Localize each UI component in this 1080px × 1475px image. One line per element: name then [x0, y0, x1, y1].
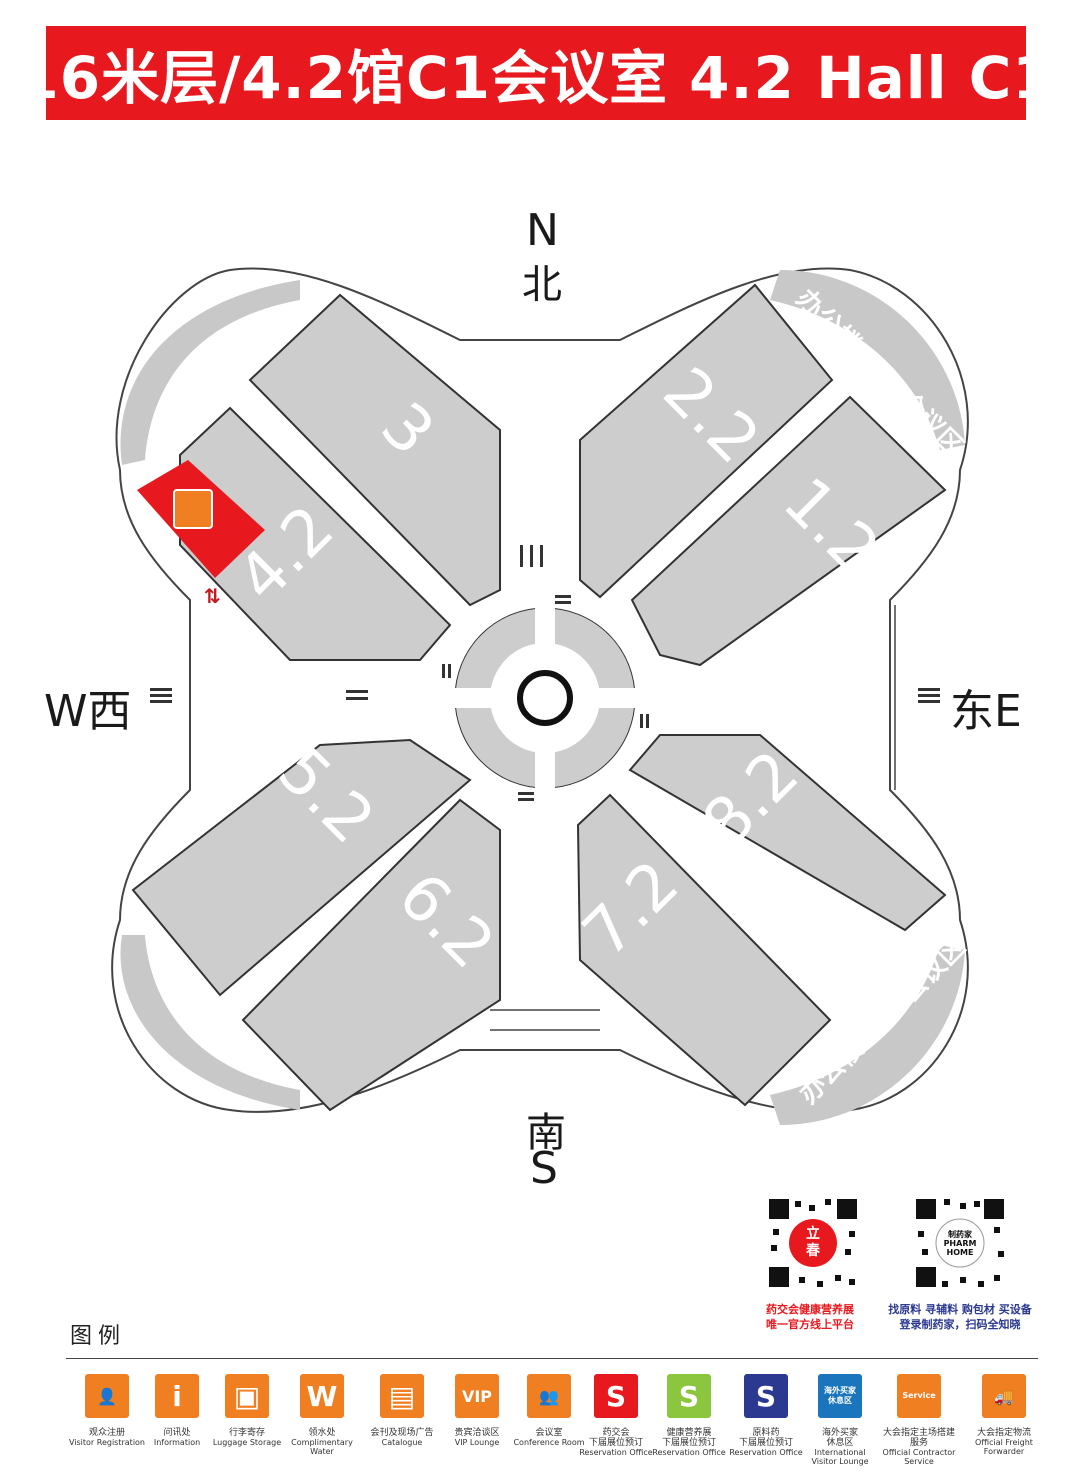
legend-label-en: Information	[153, 1438, 201, 1447]
compass-west: W西	[44, 686, 132, 737]
hall-8-2	[628, 734, 947, 932]
legend-label-en: Luggage Storage	[212, 1438, 282, 1447]
legend-label-cn: 问讯处	[163, 1428, 191, 1438]
compass-east: 东E	[950, 686, 1022, 737]
hall-4-2	[179, 406, 452, 661]
legend-label-cn: 海外买家 休息区	[821, 1428, 858, 1448]
legend-label-en: Catalogue	[381, 1438, 423, 1447]
reservation-s-blue-icon: S	[744, 1374, 788, 1418]
legend-label-cn: 领水处	[308, 1428, 336, 1438]
legend-label-cn: 原料药 下届展位预订	[738, 1428, 793, 1448]
legend-title: 图例	[70, 1324, 127, 1349]
legend-label-en: Reservation Office	[652, 1448, 726, 1457]
visitor-registration-icon: 👤	[85, 1374, 129, 1418]
west-walkway-north	[120, 280, 300, 465]
legend-label-en: Complimentary Water	[291, 1438, 353, 1456]
qr-code-pharm-home[interactable]	[912, 1195, 1008, 1291]
conference-room-icon	[173, 489, 213, 529]
compass-south-en: S	[530, 1143, 558, 1194]
qr-badge-lichun: 立春	[806, 1226, 820, 1259]
c1-arrow: ⇅	[204, 584, 221, 608]
information-icon: i	[155, 1374, 199, 1418]
conference-room-icon: 👥	[527, 1374, 571, 1418]
central-hub	[450, 605, 640, 795]
hall-2-2	[579, 283, 834, 599]
legend-label-en: Official Contractor Service	[882, 1448, 956, 1466]
legend-label-en: Visitor Registration	[68, 1438, 145, 1447]
catalogue-icon: ▤	[380, 1374, 424, 1418]
legend-label-cn: 观众注册	[88, 1428, 125, 1438]
contractor-icon: Service	[897, 1374, 941, 1418]
legend-label-cn: 会议室	[535, 1428, 563, 1438]
legend-label-en: Official Freight Forwarder	[975, 1438, 1033, 1456]
hall-3	[248, 293, 501, 607]
reservation-s-red-icon: S	[594, 1374, 638, 1418]
legend-label-en: VIP Lounge	[454, 1438, 500, 1447]
venue-outline	[111, 267, 969, 1113]
freight-icon: 🚚	[982, 1374, 1026, 1418]
luggage-icon: ▣	[225, 1374, 269, 1418]
legend-label-cn: 会刊及现场广告	[370, 1428, 434, 1438]
legend-label-cn: 行李寄存	[228, 1428, 265, 1438]
legend-label-en: Reservation Office	[729, 1448, 803, 1457]
water-icon: W	[300, 1374, 344, 1418]
legend-label-cn: 大会指定物流	[976, 1428, 1031, 1438]
hall-5-2	[131, 738, 472, 997]
legend-label-en: Conference Room	[513, 1438, 585, 1447]
page-title: 16米层/4.2馆C1会议室 4.2 Hall C1	[18, 44, 1054, 112]
vip-icon: VIP	[455, 1374, 499, 1418]
hall-7-2	[576, 793, 832, 1107]
qr-caption-pharm-home: 找原料 寻辅料 购包材 买设备登录制药家，扫码全知晓	[888, 1303, 1032, 1331]
legend-label-cn: 贵宾洽谈区	[454, 1428, 500, 1438]
legend-label-cn: 药交会 下届展位预订	[588, 1428, 643, 1448]
compass-south-cn: 南	[526, 1110, 566, 1156]
floor-map: ⇅ 3 4.2 2.2 1.2 5.2 6.2 7.2 8.2 办公楼B B0会…	[111, 267, 969, 1125]
west-walkway-south	[120, 935, 300, 1110]
compass-north-cn: 北	[522, 262, 562, 308]
title-banner: 16米层/4.2馆C1会议室 4.2 Hall C1	[18, 26, 1053, 120]
office-c-zone	[770, 945, 965, 1125]
compass-north-en: N	[526, 205, 559, 256]
legend-label-en: International Visitor Lounge	[811, 1448, 869, 1466]
legend-divider	[66, 1358, 1038, 1359]
qr-caption-lichun: 药交会健康营养展唯一官方线上平台	[766, 1303, 854, 1331]
legend-label-cn: 健康营养展 下届展位预订	[661, 1428, 716, 1448]
legend-label-en: Reservation Office	[579, 1448, 653, 1457]
office-b-zone	[770, 270, 965, 450]
intl-lounge-icon: 海外买家 休息区	[818, 1374, 862, 1418]
qr-code-lichun[interactable]	[765, 1195, 861, 1291]
hall-6-2	[241, 798, 501, 1112]
hall-1-2	[630, 395, 947, 667]
reservation-s-green-icon: S	[667, 1374, 711, 1418]
legend-label-cn: 大会指定主场搭建服务	[882, 1428, 955, 1448]
